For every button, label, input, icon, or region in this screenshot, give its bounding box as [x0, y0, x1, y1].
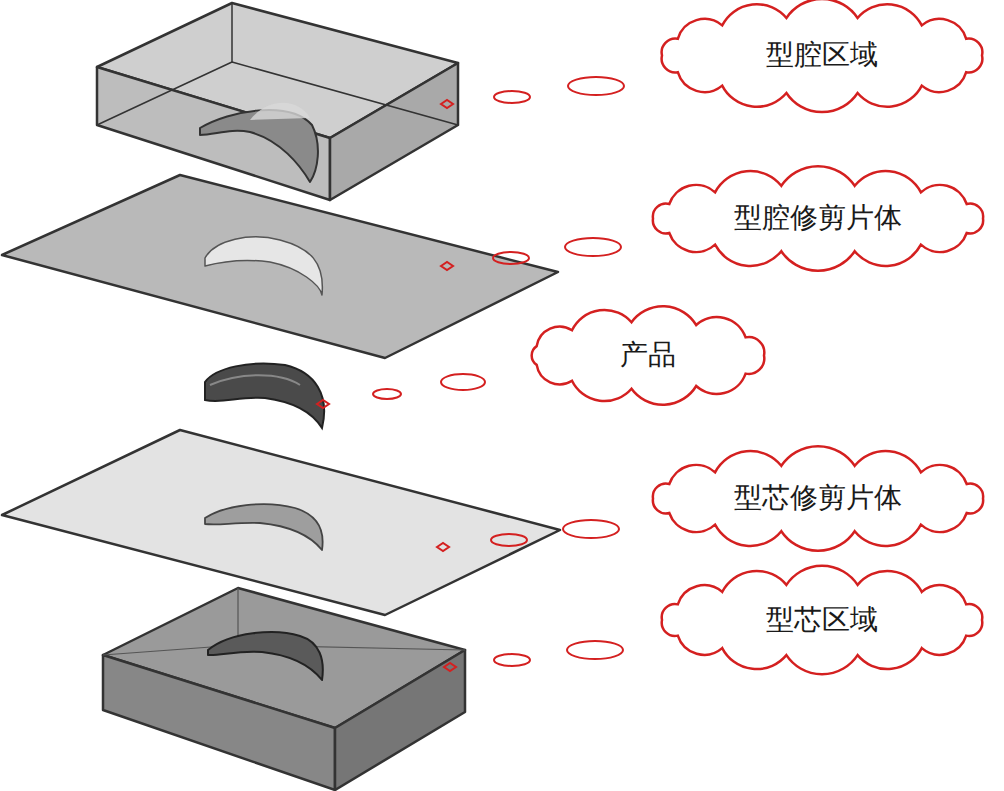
cloud-callout: 产品	[517, 308, 779, 403]
cloud-shape	[662, 0, 983, 112]
callout-text: 型芯修剪片体	[734, 481, 902, 515]
cloud-callout: 型芯修剪片体	[638, 451, 998, 546]
product-part	[205, 364, 324, 428]
cloud-callout: 型腔修剪片体	[638, 171, 998, 266]
cloud-callout: 型芯区域	[647, 570, 997, 670]
callout-text: 型腔区域	[766, 38, 878, 72]
cloud-callout: 型腔区域	[647, 3, 997, 108]
cloud-shape	[653, 446, 983, 551]
cloud-shape	[532, 306, 765, 404]
cavity-region-box	[97, 3, 458, 200]
callout-text: 产品	[620, 338, 676, 372]
core-trim-sheet	[2, 430, 560, 615]
callout-text: 型芯区域	[766, 603, 878, 637]
cloud-shape	[662, 566, 983, 674]
core-region-box	[103, 588, 465, 790]
cloud-shape	[653, 166, 983, 271]
callout-text: 型腔修剪片体	[734, 201, 902, 235]
cavity-trim-sheet	[2, 175, 558, 358]
